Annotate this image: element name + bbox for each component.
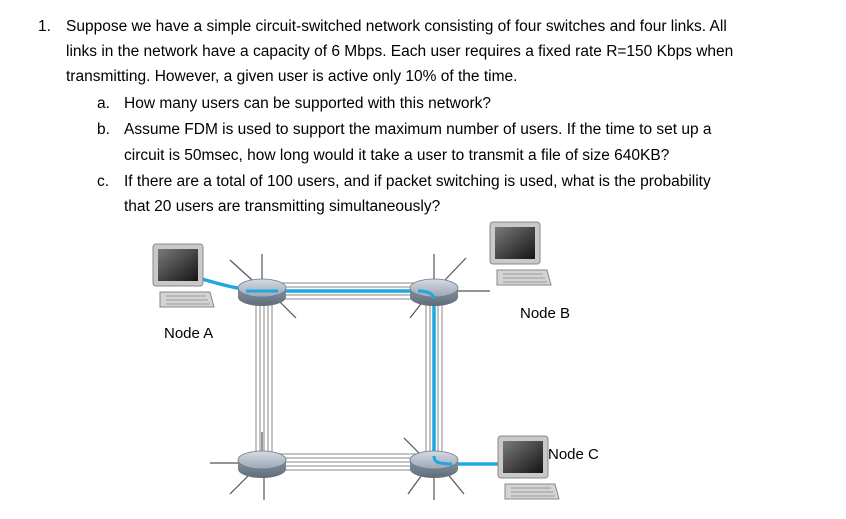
- part-a-text: How many users can be supported with thi…: [124, 95, 492, 112]
- part-c-text-line-1: If there are a total of 100 users, and i…: [124, 173, 711, 190]
- link-left: [255, 300, 273, 452]
- part-c-text-line-2: that 20 users are transmitting simultane…: [124, 198, 441, 215]
- part-c-letter: c.: [97, 173, 110, 190]
- computer-node-b-icon: [489, 221, 552, 286]
- intro-line-2: links in the network have a capacity of …: [66, 43, 734, 60]
- question-number: 1.: [38, 18, 51, 35]
- switch-bottom-left: [237, 450, 287, 478]
- intro-line-1: Suppose we have a simple circuit-switche…: [66, 18, 727, 35]
- circuit-path: [200, 277, 502, 466]
- switch-top-right: [409, 278, 459, 306]
- part-a-letter: a.: [97, 95, 110, 112]
- node-c-label: Node C: [548, 446, 599, 463]
- part-b-letter: b.: [97, 121, 110, 138]
- part-b-text-line-2: circuit is 50msec, how long would it tak…: [124, 147, 670, 164]
- computer-node-c-icon: [497, 435, 560, 500]
- node-a-label: Node A: [164, 325, 214, 342]
- part-b-text-line-1: Assume FDM is used to support the maximu…: [124, 121, 712, 138]
- computer-node-a-icon: [152, 243, 215, 308]
- intro-line-3: transmitting. However, a given user is a…: [66, 68, 518, 85]
- node-b-label: Node B: [520, 305, 571, 322]
